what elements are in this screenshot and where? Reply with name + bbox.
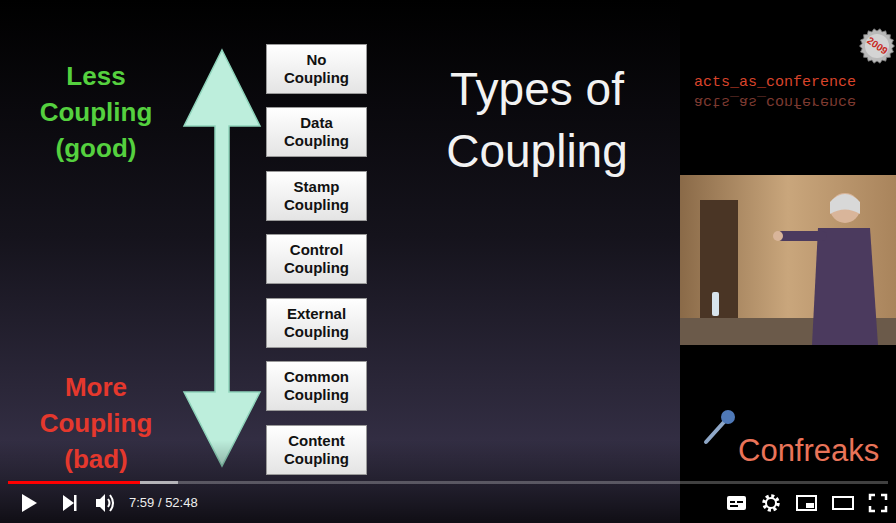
- seal-gear: [860, 29, 895, 63]
- label-holder: Less Coupling (good): [8, 58, 184, 166]
- miniplayer-frame: [797, 496, 816, 510]
- settings-icon: [764, 496, 778, 510]
- coupling-box: Content Coupling: [266, 425, 367, 475]
- mic-head: [721, 410, 735, 424]
- coupling-name: Common Coupling: [273, 368, 360, 404]
- speaker-body: [812, 228, 878, 345]
- more-coupling-note: More Coupling (bad): [8, 369, 184, 477]
- label-holder: acts_as_conference: [694, 74, 890, 92]
- coupling-name: Content Coupling: [273, 432, 360, 468]
- seal-face: [865, 34, 889, 58]
- label-holder: acts_as_conference: [694, 92, 890, 110]
- mic-handle: [706, 422, 724, 442]
- volume-icon: [96, 494, 113, 512]
- water-bottle: [712, 292, 719, 316]
- speaker-hair: [830, 194, 860, 214]
- next-icon: [63, 495, 77, 511]
- coupling-box: Common Coupling: [266, 361, 367, 411]
- label-holder: More Coupling (bad): [8, 369, 184, 477]
- coupling-box: Data Coupling: [266, 107, 367, 157]
- brand-logo: Confreaks: [738, 431, 890, 471]
- captions-line: [730, 501, 735, 503]
- microphone-icon: [706, 410, 735, 442]
- captions-frame: [727, 496, 746, 510]
- room-wall: [680, 175, 896, 345]
- coupling-name: Stamp Coupling: [273, 178, 360, 214]
- sound-wave: [110, 495, 113, 511]
- speaker-cone: [96, 494, 105, 512]
- theater-icon: [833, 497, 853, 509]
- label-holder: 7:59 / 52:48: [129, 494, 239, 512]
- coupling-box: External Coupling: [266, 298, 367, 348]
- sound-wave: [108, 499, 110, 507]
- progress-buffer: [140, 481, 178, 484]
- conference-name: acts_as_conference: [694, 74, 890, 92]
- play-icon: [22, 494, 37, 512]
- speaker-head: [830, 193, 860, 223]
- coupling-name: No Coupling: [273, 51, 360, 87]
- captions-line: [737, 501, 743, 503]
- coupling-name: Data Coupling: [273, 114, 360, 150]
- progress-track: [8, 481, 888, 484]
- year-seal: 2009: [859, 28, 895, 64]
- double-arrow: [184, 50, 260, 466]
- video-time: 7:59 / 52:48: [129, 494, 239, 512]
- settings-ring: [766, 498, 776, 508]
- slide-title: Types of Coupling: [422, 58, 652, 182]
- coupling-name: Control Coupling: [273, 241, 360, 277]
- coupling-box: No Coupling: [266, 44, 367, 94]
- captions-line: [730, 505, 738, 507]
- conference-reflection: acts_as_conference: [694, 92, 890, 110]
- coupling-box: Stamp Coupling: [266, 171, 367, 221]
- coupling-name: External Coupling: [273, 305, 360, 341]
- coupling-box: Control Coupling: [266, 234, 367, 284]
- miniplayer-icon: [797, 496, 816, 510]
- settings-teeth: [764, 496, 778, 510]
- speaker-hand: [773, 231, 783, 241]
- progress-played: [8, 481, 140, 484]
- fullscreen-icon: [870, 495, 886, 511]
- next-triangle: [63, 495, 74, 511]
- captions-icon: [727, 496, 746, 510]
- less-coupling-note: Less Coupling (good): [8, 58, 184, 166]
- title-holder: Types of Coupling: [422, 58, 652, 182]
- speaker-photo: [680, 175, 896, 345]
- speaker-arm: [782, 231, 822, 241]
- label-holder: Confreaks: [738, 431, 890, 471]
- miniplayer-inset: [806, 503, 814, 508]
- next-bar: [74, 495, 77, 511]
